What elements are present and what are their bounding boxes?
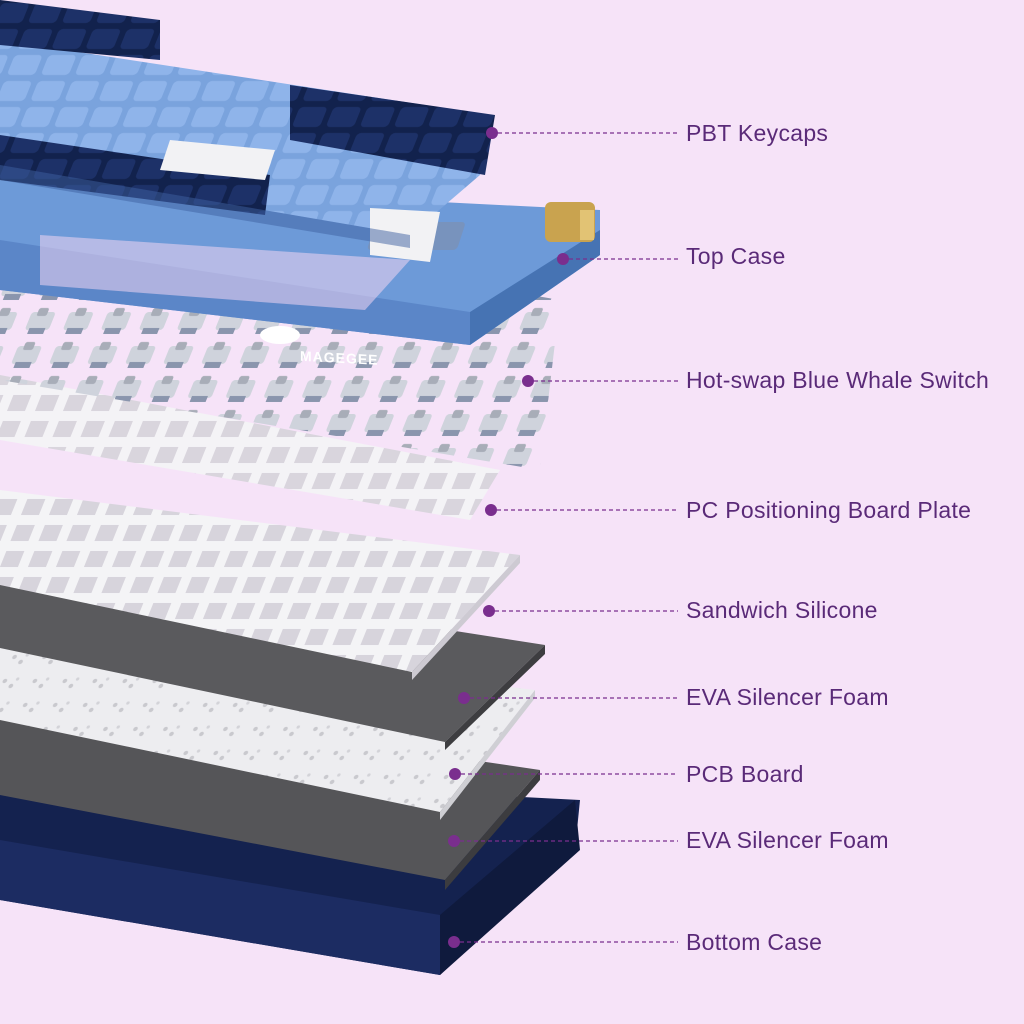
callout-leader-eva-upper: [458, 692, 678, 704]
callout-label-eva-foam-upper: EVA Silencer Foam: [686, 684, 889, 710]
callout-label-bottom-case: Bottom Case: [686, 929, 823, 955]
keycaps-layer: [0, 0, 495, 262]
callout-label-eva-foam-lower: EVA Silencer Foam: [686, 827, 889, 853]
callout-leader-pcb: [449, 768, 678, 780]
callout-leader-pc-plate: [485, 504, 678, 516]
pc-plate-layer: [0, 375, 500, 520]
callout-leader-silicone: [483, 605, 678, 617]
callout-label-pbt-keycaps: PBT Keycaps: [686, 120, 829, 146]
callout-label-pc-plate: PC Positioning Board Plate: [686, 497, 972, 523]
callout-leader-bottom-case: [448, 936, 678, 948]
callout-leader-eva-lower: [448, 835, 678, 847]
callout-leaders: [448, 127, 678, 948]
callout-label-switch: Hot-swap Blue Whale Switch: [686, 367, 990, 393]
callout-leader-keycaps: [486, 127, 678, 139]
callout-leader-switch: [522, 375, 678, 387]
callout-leader-top-case: [557, 253, 678, 265]
callout-label-top-case: Top Case: [686, 243, 786, 269]
callout-label-sandwich-silicone: Sandwich Silicone: [686, 597, 878, 623]
brand-logo-text: MAGEGEE: [300, 348, 379, 368]
callout-label-pcb-board: PCB Board: [686, 761, 804, 787]
sandwich-silicone-layer: [0, 490, 520, 672]
